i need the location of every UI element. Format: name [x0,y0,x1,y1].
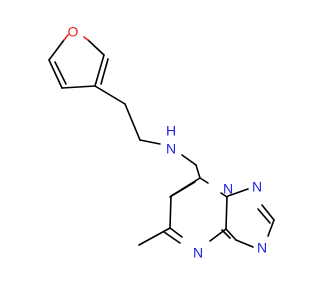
pyrimidine-n-label: N [193,245,203,261]
bond [124,103,141,141]
furan-ring [48,34,109,89]
bond [181,154,197,166]
bond [169,195,172,229]
bond [48,39,65,61]
furan-oxygen-label: O [68,24,79,40]
bond [100,58,109,85]
molecule-structure-diagram: O N H N N N N [48,24,275,261]
triazole-ring [221,188,275,248]
bond [94,54,105,87]
bond [221,229,231,239]
bond [63,34,69,41]
bond [267,219,275,237]
bond [83,36,89,41]
bond [87,39,105,56]
bond [54,61,67,85]
bond [169,227,183,238]
amine-nitrogen-label: N [166,141,176,157]
triazole-n2-label: N [252,179,262,195]
amine-hydrogen-label: H [166,123,176,139]
bond [94,85,126,105]
ethyl-linker [94,85,161,145]
bond [139,139,161,145]
bond [257,208,271,224]
triazole-n4-label: N [257,240,267,256]
pyrimidine-ring [163,177,228,244]
bond [235,239,254,248]
bond [169,181,196,198]
bond [195,164,201,179]
bond [225,196,228,230]
bond [48,59,63,89]
bond [227,188,249,197]
bond [163,231,181,244]
bond [261,204,275,221]
bond [199,177,209,184]
triazole-n1-label: N [223,181,233,197]
bond [220,192,228,198]
bond [225,228,237,241]
bond [61,85,96,89]
methyl-bond [138,227,171,246]
